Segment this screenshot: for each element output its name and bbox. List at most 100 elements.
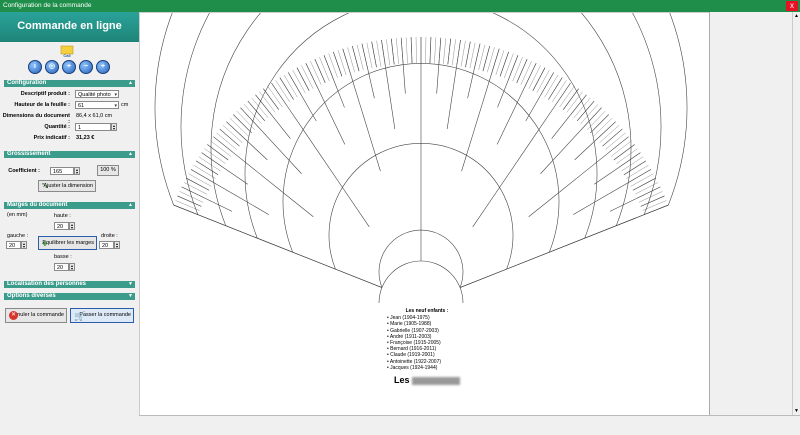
section-grossissement[interactable]: Grossissement▲ (4, 151, 135, 158)
marge-basse-label: basse : (54, 254, 72, 260)
fan-divider (563, 89, 578, 110)
fan-divider (468, 69, 475, 98)
passer-commande-button[interactable]: 🛒Passer la commande (70, 308, 134, 323)
zoom-fit-icon[interactable]: ◎ (45, 60, 59, 74)
fan-divider (288, 72, 301, 95)
hauteur-label: Hauteur de la feuille : (2, 102, 70, 108)
fan-divider (406, 37, 407, 63)
coefficient-input[interactable]: 165 (50, 167, 74, 175)
expand-icon: ▼ (128, 293, 133, 300)
annuler-commande-button[interactable]: ✕Annuler la commande (5, 308, 67, 323)
fan-divider (633, 178, 656, 190)
fan-divider (284, 75, 297, 97)
marge-gauche-stepper[interactable]: ▴▾ (21, 241, 27, 249)
fan-divider (499, 157, 520, 188)
fan-divider (461, 41, 465, 67)
fan-divider (372, 42, 377, 68)
fan-divider (457, 40, 461, 66)
fan-divider (184, 182, 207, 194)
equilibrer-marges-button[interactable]: ✥Equilibrer les marges (38, 236, 97, 250)
fan-divider (434, 37, 435, 63)
ajuster-dimension-button[interactable]: ⤡Ajuster la dimension (38, 180, 96, 192)
zoom-out-icon[interactable]: − (79, 60, 93, 74)
fan-divider (271, 83, 286, 105)
marge-haute-stepper[interactable]: ▴▾ (69, 222, 75, 230)
fan-divider (180, 191, 204, 202)
info-icon[interactable]: i (28, 60, 42, 74)
descriptif-select[interactable]: Qualité photo▾ (75, 90, 119, 98)
scroll-up-icon[interactable]: ▲ (794, 13, 799, 19)
fan-divider (322, 157, 343, 188)
product-logo-icon: Cali (60, 44, 74, 58)
fan-divider (639, 191, 663, 202)
preview-canvas[interactable]: Les neuf enfants : • Jean (1904-1975)• M… (139, 12, 710, 417)
fan-divider (213, 137, 233, 153)
prix-value: 31,23 € (76, 135, 94, 141)
hauteur-unit: cm (121, 102, 128, 108)
collapse-icon: ▲ (128, 202, 133, 209)
quantite-stepper[interactable]: ▴▾ (111, 123, 117, 131)
fan-divider (377, 41, 381, 67)
fan-divider (272, 115, 291, 138)
fan-divider (573, 198, 602, 215)
fan-divider (552, 115, 571, 138)
fan-divider (448, 39, 451, 65)
fan-divider (430, 37, 431, 63)
fan-divider (558, 172, 585, 193)
fan-divider (548, 78, 562, 100)
marge-droite-input[interactable]: 20 (99, 241, 114, 249)
fan-divider (350, 74, 359, 103)
fan-divider (368, 69, 375, 98)
fan-divider (483, 74, 492, 103)
zoom-in-icon[interactable]: + (62, 60, 76, 74)
fan-divider (263, 89, 278, 110)
fan-divider (362, 44, 368, 69)
fan-divider (537, 70, 550, 93)
fan-divider (317, 87, 330, 114)
marge-gauche-label: gauche : (7, 233, 28, 239)
fan-divider (473, 189, 499, 227)
close-button[interactable]: x (786, 1, 798, 11)
fan-divider (603, 182, 629, 197)
marge-basse-input[interactable]: 20 (54, 263, 69, 271)
fan-divider (564, 127, 584, 149)
fan-divider (396, 38, 398, 64)
fan-divider (256, 95, 272, 115)
hauteur-select[interactable]: 61▾ (75, 101, 119, 109)
fan-divider (204, 149, 225, 164)
fan-divider (473, 102, 483, 134)
redacted-name (412, 377, 460, 385)
section-localisation[interactable]: Localisation des personnes▼ (4, 281, 135, 288)
descriptif-label: Descriptif produit : (2, 91, 70, 97)
vertical-scrollbar[interactable]: ▲ ▼ (792, 12, 800, 415)
fan-divider (319, 57, 329, 81)
zoom-max-icon[interactable]: + (96, 60, 110, 74)
section-configuration[interactable]: Configuration▲ (4, 80, 135, 87)
quantite-input[interactable]: 1 (75, 123, 111, 131)
scroll-down-icon[interactable]: ▼ (794, 408, 799, 414)
fan-divider (614, 145, 635, 160)
collapse-icon: ▲ (128, 80, 133, 87)
marge-haute-input[interactable]: 20 (54, 222, 69, 230)
fan-divider (343, 49, 351, 74)
fan-divider (315, 59, 325, 83)
fan-divider (329, 54, 338, 78)
fan-divider (497, 114, 512, 145)
fan-divider (306, 63, 317, 86)
marge-basse-stepper[interactable]: ▴▾ (69, 263, 75, 271)
prix-label: Prix indicatif : (2, 135, 70, 141)
resize-icon: ⤡ (42, 182, 48, 192)
hundred-percent-button[interactable]: 100 % (97, 165, 119, 176)
cancel-icon: ✕ (9, 311, 18, 320)
fan-divider (552, 80, 566, 102)
fan-divider (257, 172, 284, 193)
fan-divider (545, 75, 558, 97)
coefficient-stepper[interactable]: ▴▾ (74, 167, 80, 175)
marge-droite-stepper[interactable]: ▴▾ (114, 241, 120, 249)
fan-divider (525, 63, 536, 86)
fan-divider (191, 169, 213, 182)
section-marges[interactable]: Marges du document▲ (4, 202, 135, 209)
marge-gauche-input[interactable]: 20 (6, 241, 21, 249)
fan-divider (594, 167, 619, 184)
section-options[interactable]: Options diverses▼ (4, 293, 135, 300)
